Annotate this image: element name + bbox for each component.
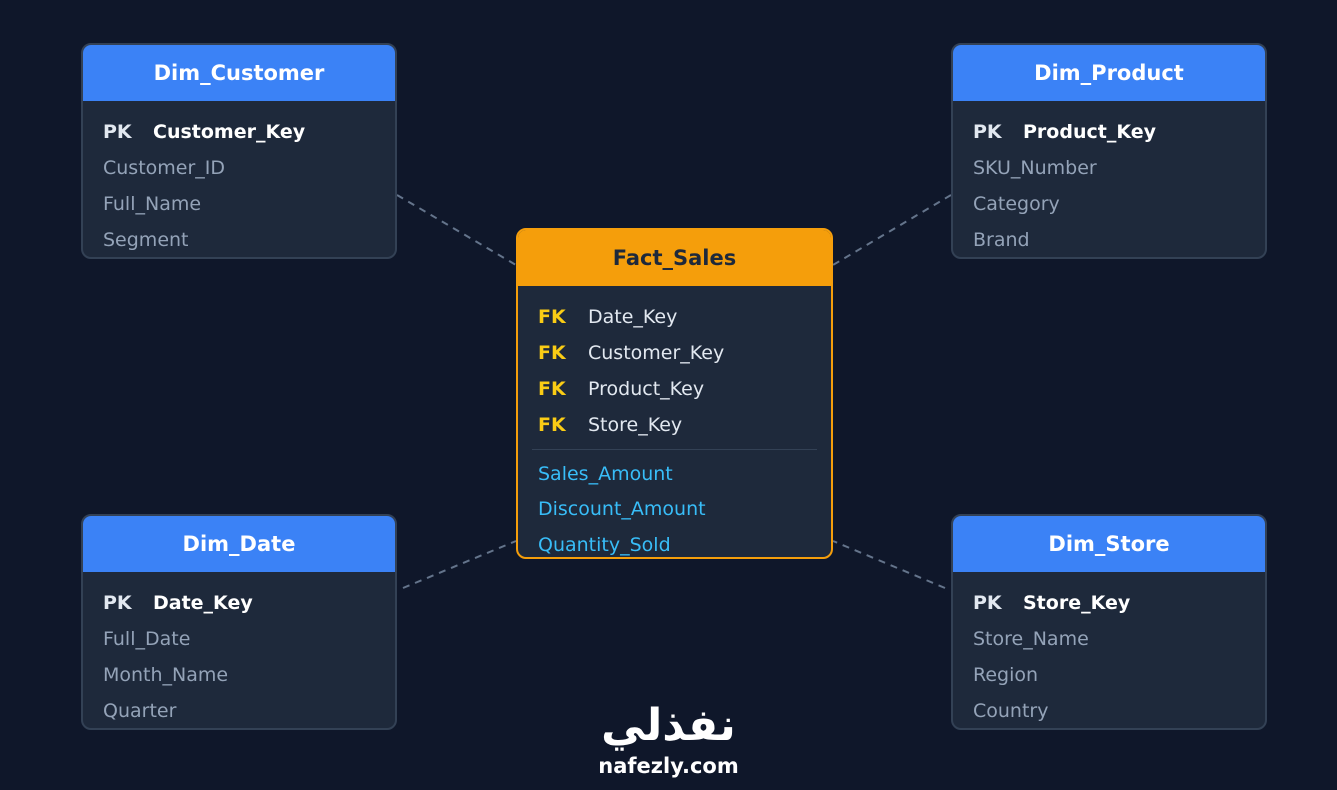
field-name: Quarter [103,700,177,722]
pk-field: Customer_Key [153,121,306,143]
field-name: Brand [973,229,1030,251]
dim-product-table: Dim_Product PK Product_Key SKU_Number Ca… [951,43,1267,259]
connector-store-fact [832,540,946,589]
fk-row: FK Customer_Key [538,335,811,371]
field-name: Full_Date [103,628,191,650]
measure-row: Sales_Amount [538,456,811,492]
connector-date-fact [402,540,517,589]
pk-label: PK [103,121,132,143]
logo-arabic-text: نفذلي [601,700,736,751]
dim-store-table: Dim_Store PK Store_Key Store_Name Region… [951,514,1267,730]
measure-row: Quantity_Sold [538,527,811,557]
fk-field: Customer_Key [588,342,725,364]
dim-customer-table: Dim_Customer PK Customer_Key Customer_ID… [81,43,397,259]
field-name: Segment [103,229,189,251]
fk-label: FK [538,378,566,400]
field-name: Region [973,664,1039,686]
measure-name: Quantity_Sold [538,533,671,556]
field-row: Full_Name [103,186,375,222]
pk-field: Product_Key [1023,121,1156,143]
field-name: Full_Name [103,193,202,215]
field-row: Country [973,693,1245,728]
fk-field: Store_Key [588,414,683,436]
field-row: Region [973,657,1245,693]
field-row: SKU_Number [973,150,1245,186]
pk-label: PK [973,592,1002,614]
pk-row: PK Date_Key [103,585,375,621]
field-row: Segment [103,222,375,257]
fk-row: FK Store_Key [538,407,811,443]
fk-row: FK Date_Key [538,299,811,335]
measure-name: Sales_Amount [538,462,673,485]
field-name: Category [973,193,1060,215]
fk-field: Product_Key [588,378,705,400]
field-name: SKU_Number [973,157,1097,179]
measure-name: Discount_Amount [538,498,706,521]
pk-row: PK Store_Key [973,585,1245,621]
table-title: Dim_Date [83,516,395,572]
field-row: Brand [973,222,1245,257]
field-row: Store_Name [973,621,1245,657]
field-name: Country [973,700,1049,722]
pk-field: Date_Key [153,592,253,614]
pk-label: PK [103,592,132,614]
field-name: Customer_ID [103,157,226,179]
field-row: Customer_ID [103,150,375,186]
fk-label: FK [538,306,566,328]
table-title: Fact_Sales [518,230,831,286]
field-name: Store_Name [973,628,1089,650]
table-title: Dim_Product [953,45,1265,101]
field-row: Category [973,186,1245,222]
logo-latin-text: nafezly.com [598,754,739,778]
dim-date-table: Dim_Date PK Date_Key Full_Date Month_Nam… [81,514,397,730]
fact-sales-table: Fact_Sales FK Date_Key FK Customer_Key F… [516,228,833,559]
pk-row: PK Customer_Key [103,114,375,150]
field-row: Full_Date [103,621,375,657]
fk-field: Date_Key [588,306,678,328]
field-row: Quarter [103,693,375,728]
table-title: Dim_Store [953,516,1265,572]
section-divider [532,449,817,450]
pk-label: PK [973,121,1002,143]
connector-product-fact [832,194,952,266]
field-name: Month_Name [103,664,229,686]
fk-label: FK [538,342,566,364]
measure-row: Discount_Amount [538,492,811,528]
connector-customer-fact [396,194,517,266]
pk-field: Store_Key [1023,592,1131,614]
nafezly-logo: نفذلي nafezly.com [560,700,777,790]
table-title: Dim_Customer [83,45,395,101]
field-row: Month_Name [103,657,375,693]
fk-row: FK Product_Key [538,371,811,407]
pk-row: PK Product_Key [973,114,1245,150]
fk-label: FK [538,414,566,436]
